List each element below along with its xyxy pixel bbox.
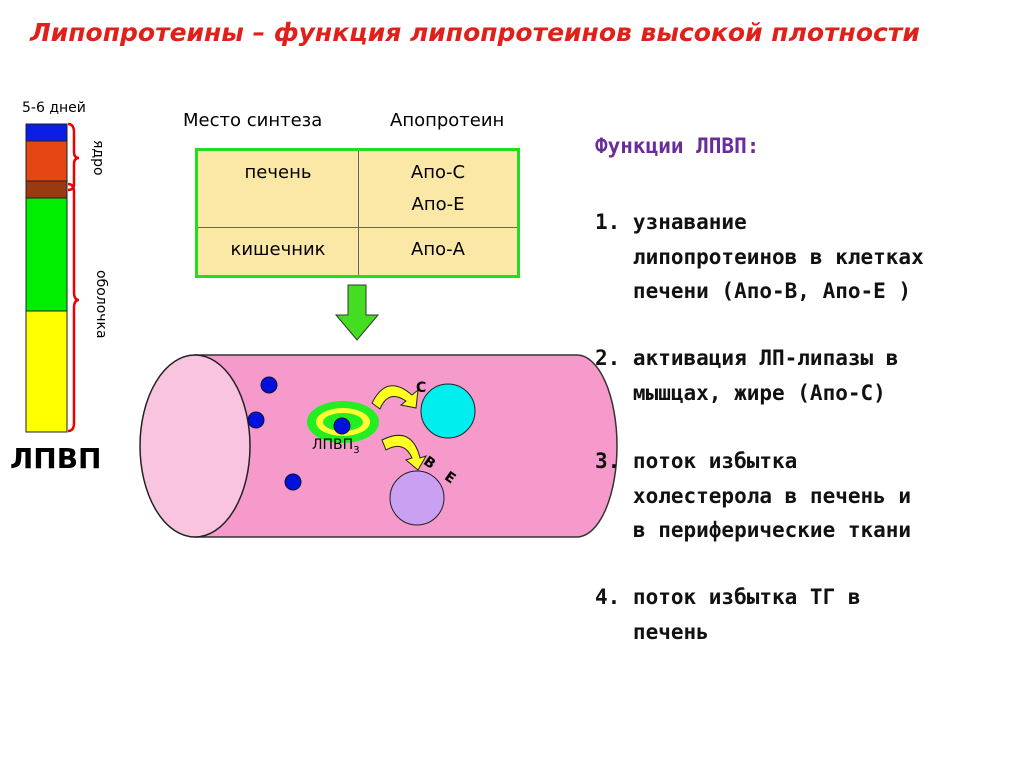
- function-line: в периферические ткани: [595, 518, 912, 542]
- table-row: печень Апо-С Апо-Е: [196, 149, 519, 228]
- function-item-2: 2. активация ЛП-липазы в мышцах, жире (А…: [595, 341, 898, 410]
- function-line: 1. узнавание: [595, 210, 747, 234]
- function-line: 2. активация ЛП-липазы в: [595, 346, 899, 370]
- synthesis-header: Место синтеза: [183, 110, 323, 131]
- apo-c-label: С: [416, 380, 427, 396]
- bar-segment-orange: [25, 140, 68, 182]
- core-label: ядро: [90, 140, 106, 176]
- core-brace: [67, 122, 80, 192]
- curved-arrow-icon: [371, 385, 419, 410]
- particle-dot: [247, 411, 265, 429]
- particle-dot: [284, 473, 302, 491]
- hdl3-label: ЛПВП3: [312, 437, 360, 456]
- slide-title: Липопротеины – функция липопротеинов выс…: [30, 18, 920, 47]
- curved-arrow-icon: [381, 435, 428, 471]
- hdl3-subscript: 3: [353, 444, 360, 456]
- table-row: кишечник Апо-А: [196, 227, 519, 277]
- table-cell: Апо-С: [410, 162, 466, 183]
- particle-dot: [260, 376, 278, 394]
- table-cell: печень: [244, 162, 312, 183]
- function-line: печень: [595, 619, 709, 644]
- function-item-3: 3. поток избытка холестерола в печень и …: [595, 444, 911, 548]
- violet-particle: [389, 470, 445, 526]
- function-line: печени (Апо-В, Апо-Е ): [595, 279, 912, 303]
- synthesis-table: печень Апо-С Апо-Е кишечник Апо-А: [195, 148, 520, 278]
- hdl-label: ЛПВП: [10, 442, 102, 475]
- bar-segment-brown: [25, 180, 68, 199]
- vessel-opening: [139, 354, 251, 538]
- hdl3-label-text: ЛПВП: [312, 437, 354, 453]
- down-arrow-icon: [334, 284, 380, 341]
- function-line: холестерола в печень и: [595, 483, 912, 508]
- bar-segment-green: [25, 197, 68, 312]
- shell-brace: [67, 182, 80, 433]
- cyan-particle: [420, 383, 476, 439]
- apoprotein-header: Апопротеин: [390, 110, 505, 131]
- bar-segment-yellow: [25, 310, 68, 433]
- table-cell: Апо-А: [411, 239, 465, 260]
- shell-label: оболочка: [93, 270, 109, 339]
- function-line: мышцах, жире (Апо-С): [595, 380, 886, 405]
- function-line: 4. поток избытка ТГ в: [595, 585, 861, 609]
- function-item-1: 1. узнавание липопротеинов в клетках печ…: [595, 205, 924, 309]
- functions-heading: Функции ЛПВП:: [595, 134, 760, 158]
- table-cell: Апо-Е: [411, 194, 465, 215]
- blood-vessel: [139, 354, 618, 538]
- hdl3-core: [333, 417, 351, 435]
- table-cell: кишечник: [230, 239, 326, 260]
- function-item-4: 4. поток избытка ТГ в печень: [595, 580, 861, 649]
- function-line: 3. поток избытка: [595, 449, 798, 473]
- days-label: 5-6 дней: [22, 100, 86, 116]
- function-line: липопротеинов в клетках: [595, 244, 924, 269]
- hdl-structure-bar: [25, 122, 80, 433]
- bar-segment-blue: [25, 123, 68, 142]
